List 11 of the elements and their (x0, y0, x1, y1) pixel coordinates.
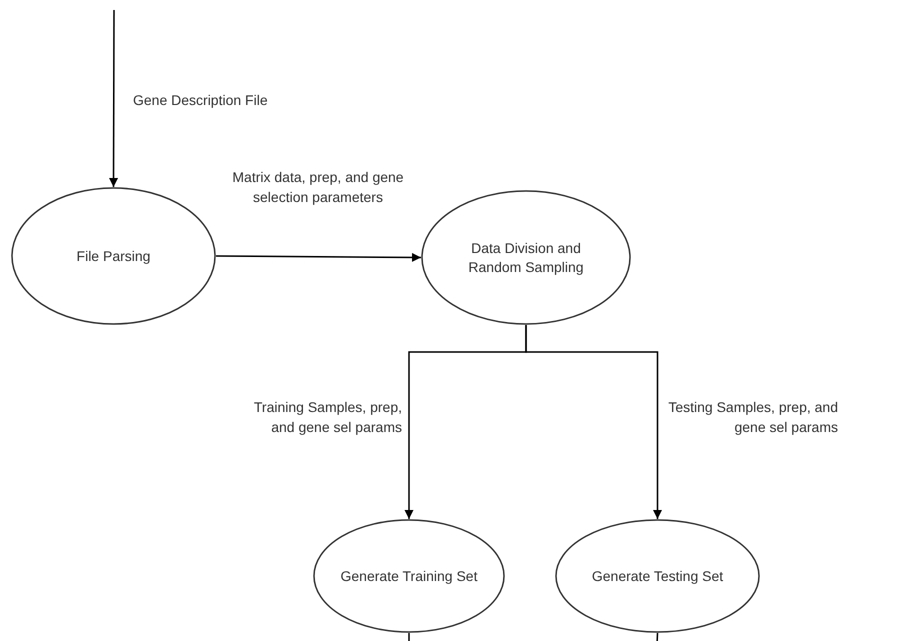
node-text: Data Division and Random Sampling (467, 239, 585, 276)
node-text: Generate Training Set (340, 566, 478, 586)
process-ellipse (11, 187, 216, 325)
node-text: Generate Testing Set (592, 566, 724, 586)
arrow (109, 10, 118, 187)
node-text: File Parsing (76, 246, 150, 266)
arrow (216, 252, 421, 262)
process-ellipse (555, 519, 760, 633)
process-ellipse (313, 519, 505, 633)
arrow (525, 325, 662, 519)
process-ellipse (421, 190, 631, 325)
